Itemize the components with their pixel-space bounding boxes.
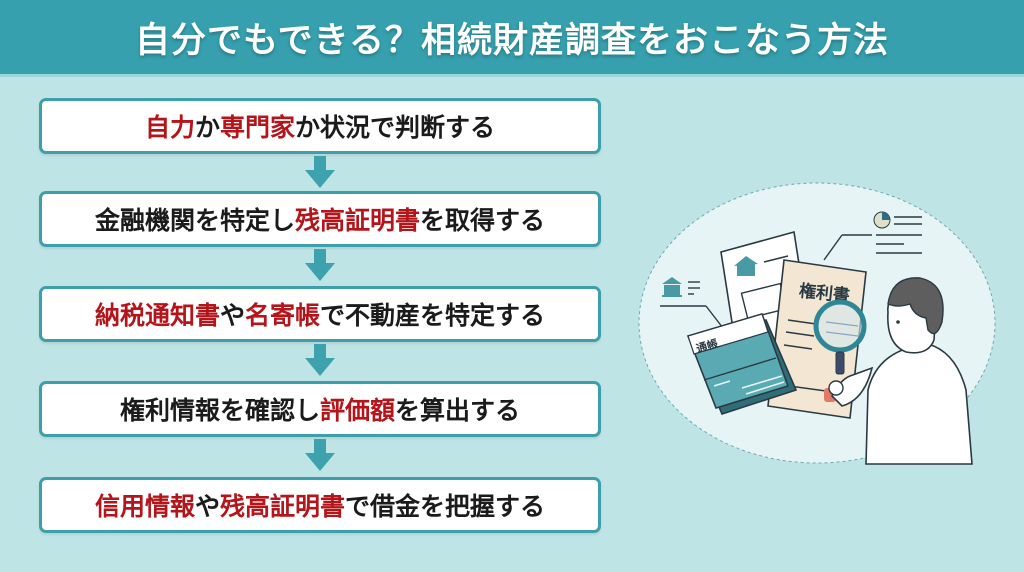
header-banner: 自分でもできる？相続財産調査をおこなう方法 (0, 0, 1024, 77)
house-icon (734, 256, 758, 276)
step-2-text-b: 残高証明書 (294, 206, 420, 235)
passbook: 通帳 (686, 313, 798, 415)
step-3-box: 納税通知書や名寄帳で不動産を特定する (39, 286, 601, 342)
step-5-text-a: 信用情報 (94, 492, 195, 521)
step-4-text-b: 評価額 (319, 396, 395, 425)
step-1-text-c: 専門家 (220, 113, 296, 142)
step-4-box: 権利情報を確認し評価額を算出する (39, 381, 601, 437)
passbook-label: 通帳 (694, 336, 719, 356)
step-3-text-d: で不動産を特定する (320, 301, 546, 330)
page-title: 自分でもできる？相続財産調査をおこなう方法 (135, 20, 889, 61)
step-3-text-b: や (219, 301, 245, 330)
step-3-text-c: 名寄帳 (245, 301, 321, 330)
step-2-text-a: 金融機関を特定し (94, 206, 295, 235)
step-4-text-c: を算出する (395, 396, 521, 425)
investigator-person (828, 277, 973, 465)
step-1-text-b: か (194, 113, 220, 142)
down-arrow-icon (305, 344, 335, 376)
down-arrow-icon (305, 156, 335, 188)
investigation-illustration: 権利書 通帳 (638, 182, 996, 465)
step-2-box: 金融機関を特定し残高証明書を取得する (39, 191, 601, 247)
step-1-box: 自力か専門家か状況で判断する (39, 98, 601, 154)
step-3-text-a: 納税通知書 (94, 301, 220, 330)
step-5-text-c: 残高証明書 (220, 492, 346, 521)
magnifying-glass-icon (813, 299, 867, 375)
step-5-text-b: や (194, 492, 220, 521)
step-2-text-c: を取得する (420, 206, 546, 235)
step-5-text-d: で借金を把握する (345, 492, 546, 521)
down-arrow-icon (305, 249, 335, 281)
down-arrow-icon (305, 439, 335, 471)
bank-icon (662, 277, 682, 297)
step-4-text-a: 権利情報を確認し (119, 396, 320, 425)
pie-chart-icon (873, 211, 891, 229)
step-1-text-d: か状況で判断する (295, 113, 496, 142)
step-5-box: 信用情報や残高証明書で借金を把握する (39, 477, 601, 533)
step-1-text-a: 自力 (144, 113, 195, 142)
